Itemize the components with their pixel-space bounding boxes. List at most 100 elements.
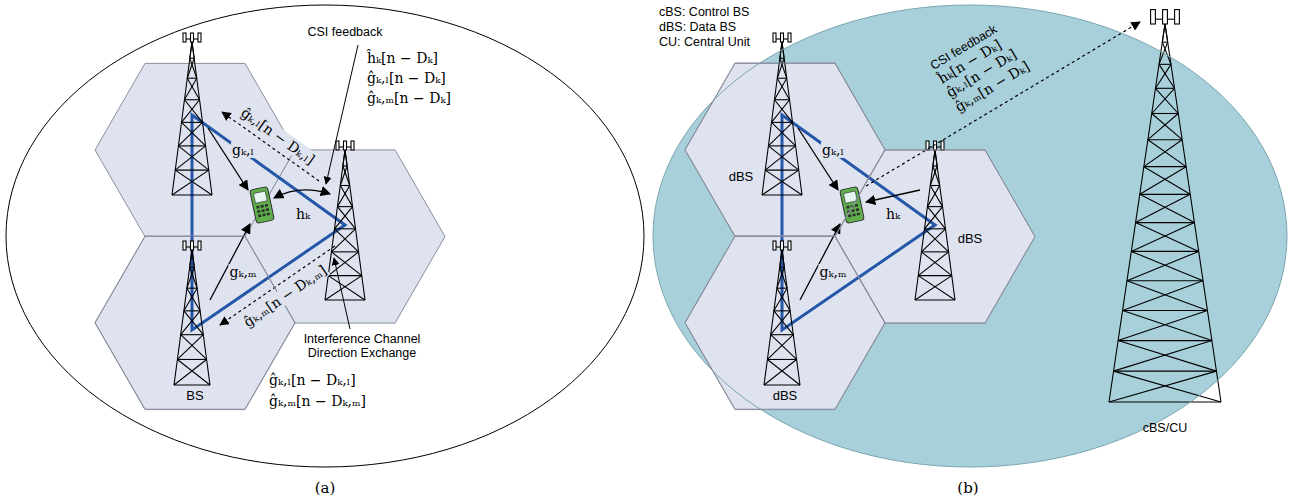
tower-symbol — [337, 207, 355, 229]
tower-symbol — [178, 146, 208, 170]
tower-symbol — [788, 241, 791, 250]
tower-symbol — [328, 275, 362, 276]
tower-symbol — [325, 276, 362, 300]
tower-symbol — [1131, 251, 1198, 252]
backhaul-triangle — [192, 115, 345, 330]
mobile-phone — [266, 208, 269, 211]
csi-term: ĥₖ[n − Dₖ] — [366, 50, 439, 66]
tower-symbol — [1165, 24, 1168, 42]
tower-symbol — [340, 186, 352, 207]
tower-symbol — [336, 141, 339, 150]
tower-symbol — [767, 359, 796, 360]
mobile-phone — [267, 212, 270, 215]
mobile-phone — [848, 214, 851, 217]
channel-arrow — [800, 224, 840, 300]
tower-symbol — [1140, 194, 1190, 195]
channel-symbol: gₖ,ₗ — [231, 142, 255, 158]
hex-outline — [685, 63, 885, 236]
tower-symbol — [782, 250, 784, 267]
tower-symbol — [771, 334, 794, 335]
tower-symbol — [1148, 113, 1178, 139]
tower-symbol — [788, 33, 791, 42]
tower-symbol — [930, 166, 937, 186]
tower-symbol — [178, 122, 202, 146]
abbreviation-note: cBS: Control BS — [658, 5, 750, 19]
tower-symbol — [771, 122, 795, 146]
hex-cell-outline — [685, 236, 885, 409]
tower-symbol — [1152, 113, 1179, 114]
coverage-ellipse — [6, 5, 644, 467]
hex-cell: dBS — [835, 150, 1035, 323]
tower-symbol — [198, 33, 201, 42]
channel-arrow — [208, 128, 248, 190]
tower-symbol — [181, 334, 204, 335]
tower-symbol — [190, 42, 192, 58]
station-label: cBS/CU — [1142, 421, 1188, 435]
tower-symbol — [771, 335, 797, 360]
tower-symbol — [174, 359, 207, 385]
tower-symbol — [764, 250, 800, 385]
coverage-ellipse — [653, 5, 1287, 467]
tower-symbol — [328, 276, 365, 300]
tower-symbol — [765, 146, 795, 170]
tower-symbol — [172, 33, 212, 195]
tower-symbol — [174, 384, 210, 385]
tower-symbol — [181, 122, 205, 146]
coverage-ellipse-outline — [6, 5, 644, 499]
tower-symbol — [172, 170, 209, 195]
tower-symbol — [915, 150, 955, 300]
tower-symbol — [918, 275, 952, 276]
tower-symbol — [331, 229, 355, 252]
tower-symbol — [1162, 42, 1167, 43]
mobile-phone — [260, 205, 263, 208]
tower-symbol — [340, 185, 349, 186]
tower-symbol — [1114, 341, 1212, 372]
leader-line — [334, 258, 350, 329]
tower-symbol — [777, 58, 784, 78]
tower-symbol — [184, 311, 203, 335]
tower-symbol — [781, 241, 784, 250]
tower-symbol — [183, 241, 186, 250]
panel-caption: (b) — [957, 480, 978, 497]
mobile-phone — [250, 187, 865, 224]
channel-symbol: gₖ,ₗ — [821, 142, 845, 158]
tower-symbol — [927, 207, 945, 229]
leader-line — [326, 45, 358, 329]
tower-symbol — [918, 276, 955, 300]
mobile-phone — [262, 213, 265, 216]
tower-symbol — [764, 241, 800, 385]
tower-symbol — [1152, 88, 1175, 113]
tower-symbol — [191, 241, 194, 250]
tower-symbol — [1136, 223, 1199, 252]
cell-label: BS — [186, 389, 203, 404]
tower-symbol — [927, 186, 939, 207]
feedback-dotted-arrow — [866, 22, 1140, 186]
cell-label: dBS — [773, 389, 798, 404]
tower-symbol — [762, 33, 802, 195]
tower-symbol — [181, 100, 199, 123]
cell-label: dBS — [729, 170, 754, 185]
tower-symbol — [1136, 194, 1191, 222]
tower-symbol — [1159, 64, 1171, 65]
tower-symbol — [921, 251, 948, 252]
tower-symbol — [1114, 371, 1217, 372]
tower-symbol — [328, 252, 358, 276]
backhaul-triangle — [782, 115, 935, 330]
channel-symbol: hₖ — [295, 206, 311, 222]
hex-cell: BS — [95, 236, 295, 409]
hex-cell: dBS — [685, 63, 885, 236]
tower-symbol — [762, 42, 802, 195]
tower-symbol — [174, 250, 210, 385]
tower-symbol — [175, 146, 205, 170]
tower-symbol — [198, 241, 201, 250]
hex-cell — [95, 236, 295, 409]
tower-symbol — [1155, 64, 1170, 88]
tower-symbol — [915, 276, 952, 300]
ellipse-outline — [6, 5, 644, 467]
mobile-phone — [846, 206, 849, 209]
tower-symbol — [331, 252, 361, 276]
exchange-term: ĝₖ,ₘ[n − Dₖ,ₘ] — [268, 393, 367, 409]
mobile-phone — [250, 187, 275, 224]
